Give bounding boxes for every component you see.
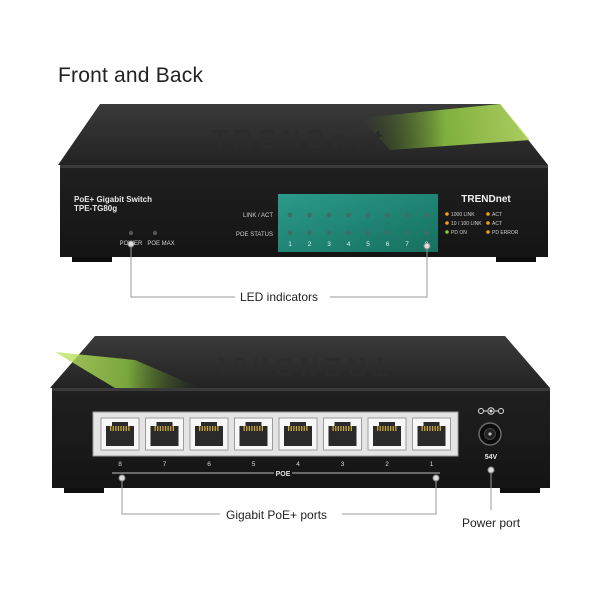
poe-max-led: [152, 230, 158, 236]
front-port-number: 3: [327, 241, 331, 248]
led-indicators-label: LED indicators: [240, 290, 319, 304]
legend-10-100-link: 10 / 100 LINK: [451, 221, 482, 227]
rj45-port-7[interactable]: [145, 417, 184, 451]
led-legend: 1000 LINK ACT 10 / 100 LINK ACT PD ON PD…: [445, 212, 519, 236]
product-name: PoE+ Gigabit Switch: [74, 195, 152, 204]
link-led-7: [404, 212, 410, 218]
rj45-port-6[interactable]: [189, 417, 229, 451]
poe-led-8: [424, 230, 429, 236]
front-port-number: 4: [347, 241, 351, 248]
link-led-3: [326, 212, 332, 218]
front-port-number: 6: [386, 241, 390, 248]
back-port-numbers: 8 7 6 5 4 3 2 1: [118, 461, 434, 468]
back-port-number: 8: [118, 461, 122, 468]
poe-led-7: [404, 230, 410, 236]
link-led-4: [346, 212, 351, 218]
back-top-face: [50, 336, 550, 388]
legend-led-10-100: [445, 221, 449, 225]
rj45-port-1[interactable]: [412, 417, 451, 451]
led-callout-bracket: [127, 240, 431, 298]
front-port-number: 5: [366, 241, 370, 248]
rj45-port-4[interactable]: [278, 417, 318, 451]
legend-act-1: ACT: [492, 212, 502, 218]
legend-pd-on: PD ON: [451, 230, 467, 236]
front-switch: TRENDnet PoE+ Gigabit Switch TPE-TG80g P…: [58, 104, 548, 262]
rj45-port-2[interactable]: [367, 417, 407, 451]
power-callout-line: [487, 466, 495, 510]
poe-led-6: [385, 230, 390, 236]
legend-pd-error: PD ERROR: [492, 230, 519, 236]
rj45-port-3[interactable]: [323, 417, 362, 451]
rj45-port-8[interactable]: [100, 417, 140, 451]
back-port-number: 1: [430, 461, 434, 468]
back-port-number: 2: [385, 461, 389, 468]
rj45-ports: [100, 417, 451, 451]
link-led-5: [365, 212, 371, 218]
brand-logo: TRENDnet: [461, 194, 511, 205]
power-polarity-icon: [478, 407, 504, 415]
legend-1000-link: 1000 LINK: [451, 212, 475, 218]
link-act-label: LINK / ACT: [243, 213, 273, 219]
legend-led-1000: [445, 212, 449, 216]
poe-led-1: [287, 230, 293, 236]
link-led-1: [287, 212, 293, 218]
back-port-number: 5: [252, 461, 256, 468]
page-title: Front and Back: [58, 64, 204, 87]
link-led-8: [424, 212, 429, 218]
back-top-emboss: TRENDnet: [212, 352, 389, 382]
back-switch: TRENDnet 8 7 6 5 4 3 2 1 POE 54V: [50, 336, 550, 493]
front-top-emboss: TRENDnet: [212, 124, 389, 154]
back-port-number: 3: [341, 461, 345, 468]
poe-led-4: [346, 230, 351, 236]
model-number: TPE-TG80g: [74, 204, 117, 213]
poe-label: POE: [276, 471, 291, 478]
poe-led-2: [307, 230, 312, 236]
rj45-port-5[interactable]: [234, 417, 273, 451]
power-led: [128, 230, 134, 236]
front-green-accent: [360, 104, 530, 150]
back-port-number: 6: [207, 461, 211, 468]
back-port-number: 4: [296, 461, 300, 468]
power-port-label: Power port: [462, 516, 521, 530]
link-led-2: [307, 212, 312, 218]
front-port-number: 7: [405, 241, 409, 248]
back-green-accent: [55, 352, 200, 388]
led-panel: [278, 194, 438, 252]
back-port-number: 7: [163, 461, 167, 468]
link-led-6: [385, 212, 390, 218]
poe-ports-label: Gigabit PoE+ ports: [226, 508, 328, 522]
legend-led-pd-on: [445, 230, 449, 234]
poe-status-label: POE STATUS: [236, 232, 273, 238]
poe-led-5: [365, 230, 371, 236]
front-port-number: 1: [288, 241, 292, 248]
ports-callout-bracket: [118, 474, 440, 515]
poe-max-label: POE MAX: [147, 241, 174, 247]
legend-act-2: ACT: [492, 221, 502, 227]
voltage-label: 54V: [485, 454, 498, 461]
poe-led-3: [326, 230, 332, 236]
front-port-number: 2: [308, 241, 312, 248]
